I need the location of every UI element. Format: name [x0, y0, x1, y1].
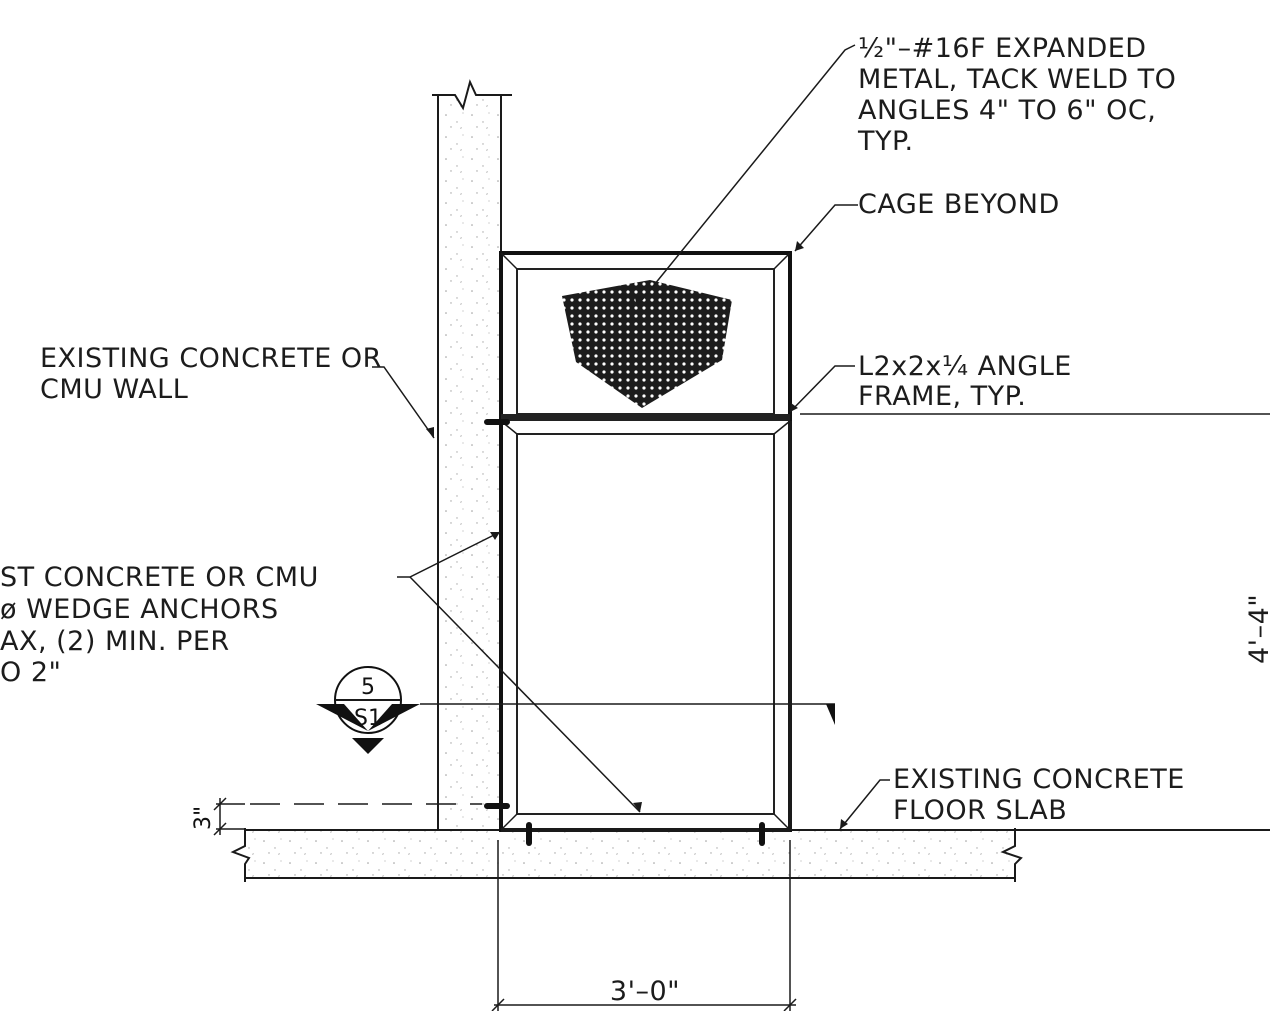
note-wedge-anchors: ST CONCRETE OR CMU ø WEDGE ANCHORS AX, (…: [0, 562, 319, 688]
height-dimension-text: 4'–4": [1244, 594, 1270, 664]
note-line: EXISTING CONCRETE OR: [40, 343, 382, 374]
note-line: FLOOR SLAB: [893, 795, 1067, 826]
offset-dimension: 3": [191, 797, 482, 836]
expanded-metal-mesh: [562, 280, 732, 408]
offset-dimension-text: 3": [191, 806, 216, 830]
section-number: 5: [361, 675, 375, 700]
section-marker: 5 S1: [316, 666, 835, 754]
floor-slab: [230, 828, 1270, 882]
note-line: ANGLES 4" TO 6" OC,: [858, 95, 1156, 126]
note-line: ½"–#16F EXPANDED: [858, 33, 1147, 64]
note-line: CMU WALL: [40, 374, 188, 405]
note-line: TYP.: [857, 126, 914, 157]
width-dimension-text: 3'–0": [610, 976, 680, 1007]
width-dimension: 3'–0": [491, 840, 797, 1011]
note-line: L2x2x¼ ANGLE: [858, 351, 1072, 382]
note-line: FRAME, TYP.: [858, 381, 1026, 412]
note-cage-beyond: CAGE BEYOND: [858, 189, 1060, 220]
note-line: AX, (2) MIN. PER: [0, 626, 230, 657]
note-existing-wall: EXISTING CONCRETE OR CMU WALL: [40, 343, 382, 405]
note-floor-slab: EXISTING CONCRETE FLOOR SLAB: [893, 764, 1185, 826]
note-line: ø WEDGE ANCHORS: [0, 594, 279, 625]
note-line: EXISTING CONCRETE: [893, 764, 1185, 795]
section-sheet: S1: [354, 706, 382, 731]
note-angle-frame: L2x2x¼ ANGLE FRAME, TYP.: [858, 351, 1072, 412]
wedge-anchors: [484, 419, 765, 846]
cage-frame: [499, 251, 792, 832]
leader-lines: [372, 44, 1270, 830]
arrowheads: [426, 241, 848, 829]
note-line: ST CONCRETE OR CMU: [0, 562, 319, 593]
note-line: O 2": [0, 657, 61, 688]
note-expanded-metal: ½"–#16F EXPANDED METAL, TACK WELD TO ANG…: [857, 33, 1176, 157]
note-line: METAL, TACK WELD TO: [858, 64, 1176, 95]
